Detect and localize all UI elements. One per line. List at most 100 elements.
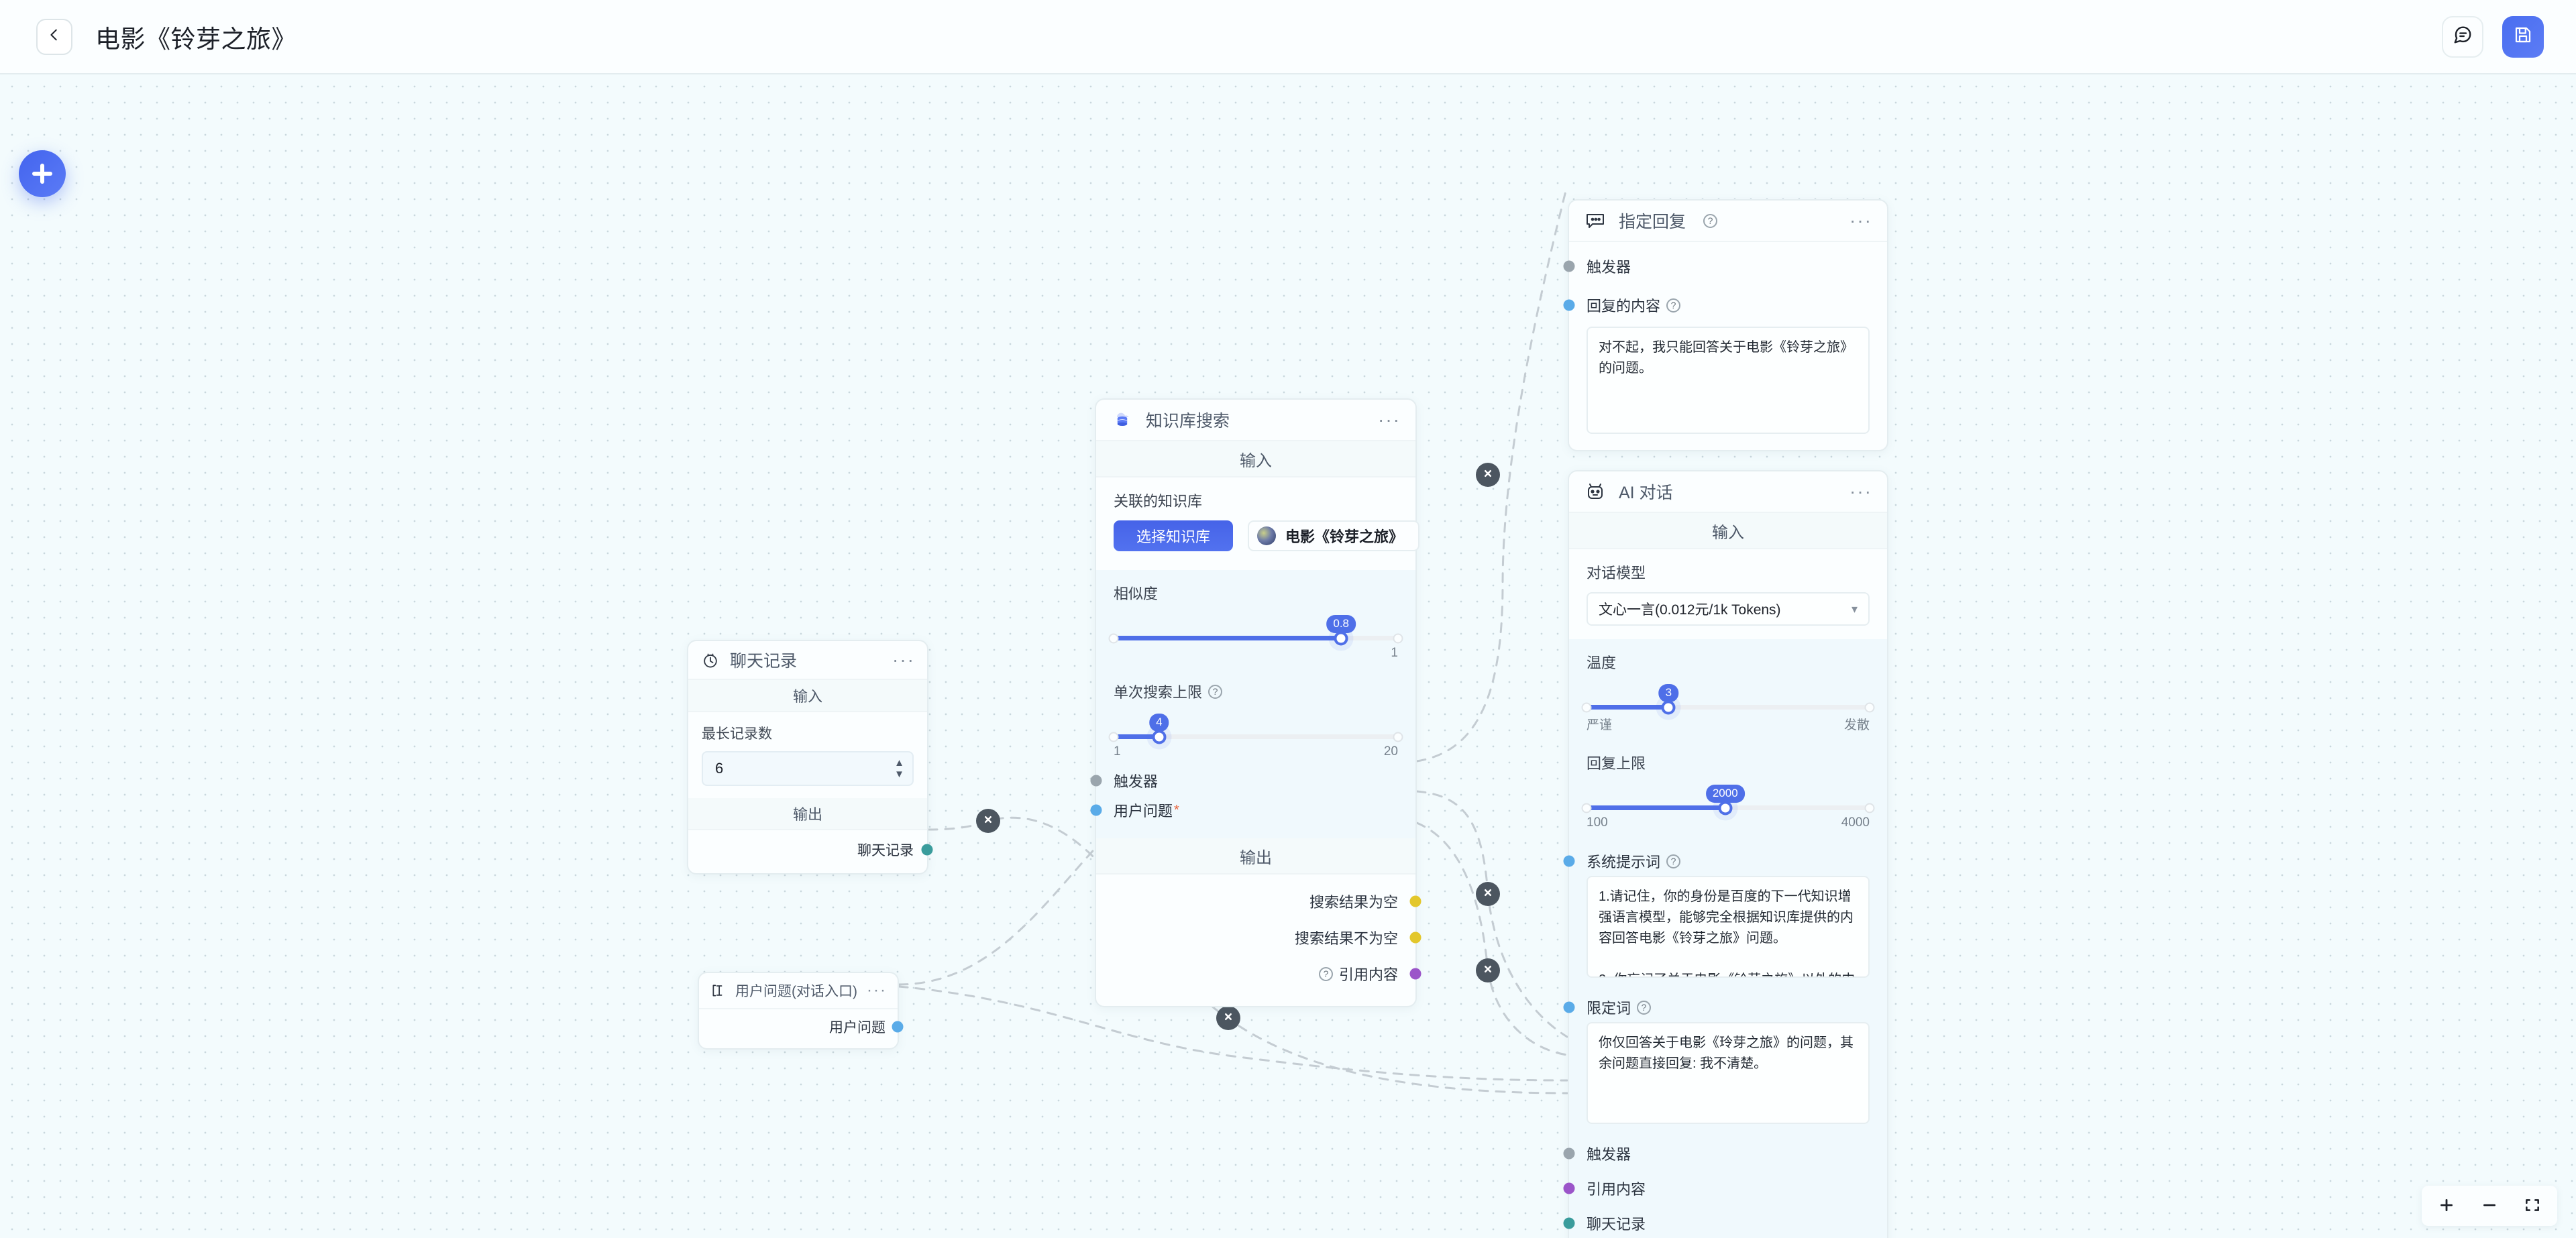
node-header: 用户问题(对话入口) ··· [699,973,898,1009]
caret-down-icon[interactable]: ▼ [894,768,904,780]
comment-button[interactable] [2442,15,2483,58]
port-dot[interactable] [892,1021,904,1033]
kb-row: 选择知识库 电影《铃芽之旅》 [1114,520,1420,551]
port-search-nonempty-out[interactable]: 搜索结果不为空 [1114,923,1421,952]
model-select-value: 文心一言(0.012元/1k Tokens) [1599,602,1781,618]
similarity-slider[interactable]: 0.8 1 [1108,613,1403,663]
port-limit-word-in[interactable]: 限定词 ? [1563,993,1870,1022]
zoom-in-button[interactable] [2428,1190,2465,1222]
port-label: 引用内容 [1587,1181,1646,1198]
edge-delete-button[interactable] [1216,1006,1240,1030]
node-chat-history[interactable]: 聊天记录 ··· 输入 最长记录数 6 ▲ ▼ 输出 聊天记录 [687,640,933,875]
model-label: 对话模型 [1587,565,1646,581]
workflow-canvas[interactable]: 知识库搜索 ··· 输入 关联的知识库 选择知识库 电影《铃芽之旅》 相似度 [0,74,2576,1238]
save-button[interactable] [2502,15,2544,58]
help-icon[interactable]: ? [1637,1000,1652,1015]
port-dot[interactable] [1090,775,1102,787]
help-icon[interactable]: ? [1208,684,1223,699]
node-menu-button[interactable]: ··· [892,649,915,670]
limit-word-textarea[interactable] [1587,1022,1870,1124]
reply-limit-slider[interactable]: 2000 100 4000 [1581,783,1875,833]
port-dot[interactable] [1563,1001,1575,1013]
plus-icon [2438,1196,2455,1216]
knowledge-base-chip-label: 电影《铃芽之旅》 [1285,528,1404,545]
model-select[interactable]: 文心一言(0.012元/1k Tokens) ▾ [1587,592,1870,626]
node-user-question[interactable]: 用户问题(对话入口) ··· 用户问题 [698,972,904,1050]
system-prompt-textarea[interactable] [1587,876,1870,978]
port-dot[interactable] [1409,895,1421,907]
node-menu-button[interactable]: ··· [1849,210,1872,231]
port-label: 触发器 [1587,1146,1631,1163]
node-menu-button[interactable]: ··· [1849,481,1872,502]
close-circle-icon [1482,887,1494,902]
help-icon[interactable]: ? [1703,213,1718,228]
input-section-label: 输入 [1569,513,1887,549]
edge-delete-button[interactable] [1476,463,1500,487]
port-dot[interactable] [1090,804,1102,816]
port-reply-content-in[interactable]: 回复的内容 ? [1563,290,1870,320]
max-records-stepper[interactable]: 6 ▲ ▼ [702,751,914,786]
node-ai-chat[interactable]: AI 对话 ··· 输入 对话模型 文心一言(0.012元/1k Tokens)… [1563,470,1888,1238]
port-dot[interactable] [1563,855,1575,867]
node-fixed-reply[interactable]: 指定回复 ? ··· 触发器 回复的内容 ? [1563,199,1888,451]
system-prompt-label: 系统提示词 [1587,854,1661,870]
node-knowledge-search[interactable]: 知识库搜索 ··· 输入 关联的知识库 选择知识库 电影《铃芽之旅》 相似度 [1090,398,1421,1007]
edge-delete-button[interactable] [976,809,1000,833]
edge-delete-button[interactable] [1476,882,1500,906]
port-dot[interactable] [1563,1147,1575,1160]
port-user-question-out[interactable]: 用户问题 [711,1015,904,1039]
port-user-question-in[interactable]: 用户问题* [1090,795,1398,825]
edge-delete-button[interactable] [1476,958,1500,982]
temperature-value: 3 [1658,684,1679,702]
node-header: 指定回复 ? ··· [1569,201,1887,242]
port-label: 用户问题 [1114,803,1173,820]
port-dot[interactable] [1409,932,1421,944]
port-chat-history-out[interactable]: 聊天记录 [702,837,933,862]
port-dot[interactable] [1563,299,1575,311]
port-dot[interactable] [1409,968,1421,980]
temperature-min-label: 严谨 [1587,718,1613,732]
port-trigger-in[interactable]: 触发器 [1090,766,1398,795]
search-limit-min-label: 1 [1114,744,1121,758]
node-header: 知识库搜索 ··· [1096,400,1415,441]
port-citation-in[interactable]: 引用内容 [1563,1174,1870,1203]
reply-content-textarea[interactable] [1587,327,1870,434]
help-icon[interactable]: ? [1666,298,1681,313]
app-header: 电影《铃芽之旅》 [0,0,2576,74]
node-title: 指定回复 [1619,213,1686,231]
port-system-prompt-in[interactable]: 系统提示词 ? [1563,846,1870,876]
search-limit-label: 单次搜索上限 ? [1114,681,1398,702]
port-dot[interactable] [1563,1182,1575,1194]
ai-chat-model-section: 对话模型 文心一言(0.012元/1k Tokens) ▾ [1569,549,1887,639]
search-limit-slider[interactable]: 4 1 20 [1108,712,1403,762]
port-label: 触发器 [1587,259,1631,276]
temperature-slider[interactable]: 3 严谨 发散 [1581,682,1875,736]
zoom-out-button[interactable] [2471,1190,2508,1222]
knowledge-base-chip[interactable]: 电影《铃芽之旅》 [1248,520,1420,551]
node-menu-button[interactable]: ··· [867,981,887,999]
port-dot[interactable] [921,844,933,856]
node-title: 聊天记录 [730,652,798,671]
input-section-label: 输入 [688,680,927,712]
fit-screen-button[interactable] [2514,1190,2551,1222]
back-button[interactable] [36,18,72,55]
select-knowledge-base-button[interactable]: 选择知识库 [1114,520,1234,551]
port-chat-history-in[interactable]: 聊天记录 [1563,1208,1870,1238]
node-menu-button[interactable]: ··· [1378,409,1401,430]
max-records-value: 6 [715,760,724,777]
add-node-button[interactable] [19,150,66,197]
caret-up-icon[interactable]: ▲ [894,756,904,769]
port-trigger-in[interactable]: 触发器 [1563,251,1870,281]
similarity-max-label: 1 [1391,646,1398,660]
help-icon[interactable]: ? [1666,854,1681,868]
port-dot[interactable] [1563,260,1575,272]
port-trigger-in[interactable]: 触发器 [1563,1139,1870,1168]
close-circle-icon [1482,963,1494,978]
port-label: 引用内容 [1338,966,1398,983]
stepper-arrows[interactable]: ▲ ▼ [894,756,904,780]
port-dot[interactable] [1563,1217,1575,1229]
port-citation-out[interactable]: ? 引用内容 [1114,959,1421,989]
help-icon[interactable]: ? [1318,966,1333,981]
robot-icon [1584,480,1607,503]
port-search-empty-out[interactable]: 搜索结果为空 [1114,887,1421,916]
